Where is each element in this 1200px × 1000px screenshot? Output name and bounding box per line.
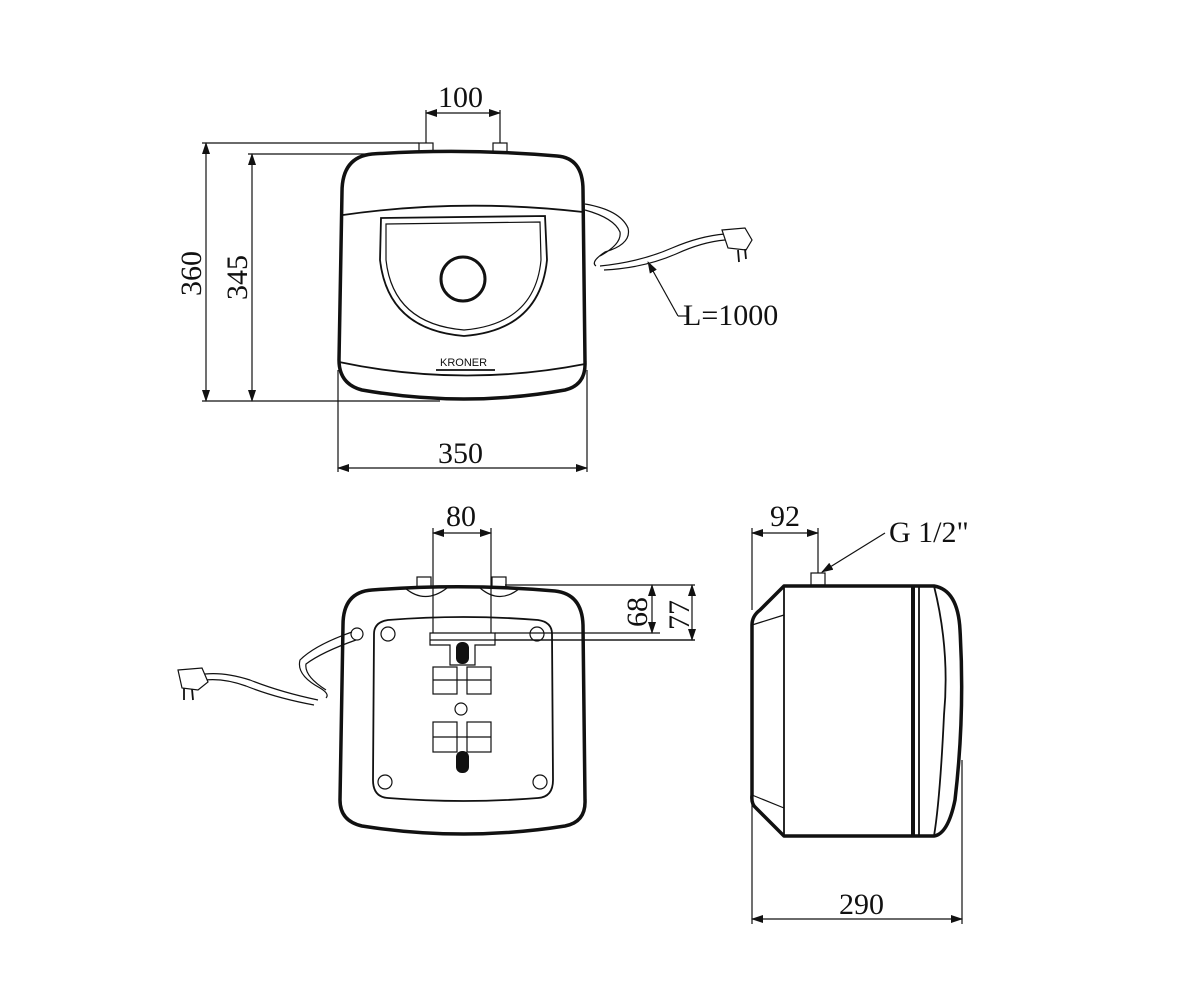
back-pipe-arc-right bbox=[479, 587, 521, 598]
back-power-cable-2 bbox=[204, 673, 319, 706]
front-power-cable-2 bbox=[599, 233, 726, 271]
front-band bbox=[342, 204, 584, 216]
side-bevel-top bbox=[751, 614, 785, 626]
mount-hole-tl bbox=[380, 626, 396, 642]
plug-pin-a bbox=[737, 249, 740, 263]
back-pipe-arc-left bbox=[404, 587, 448, 598]
back-plug-pin-b bbox=[191, 688, 194, 701]
back-view: 80 68 77 bbox=[177, 500, 696, 836]
dim-350-label: 350 bbox=[438, 437, 483, 470]
front-bottom-band bbox=[338, 361, 586, 377]
front-power-cable bbox=[584, 203, 630, 267]
back-cable-hole bbox=[350, 627, 364, 641]
dim-77-label: 77 bbox=[663, 600, 696, 630]
front-panel-inner bbox=[385, 221, 542, 331]
bracket-slot-top bbox=[456, 642, 469, 664]
mount-hole-bl bbox=[377, 774, 393, 790]
bracket-slot-bottom bbox=[456, 751, 469, 773]
plug-pin-b bbox=[744, 248, 747, 260]
back-plug bbox=[177, 667, 209, 691]
side-view: 92 G 1/2" 290 bbox=[750, 500, 969, 924]
dim-80-label: 80 bbox=[446, 500, 476, 533]
thermostat-knob bbox=[439, 255, 487, 303]
front-view: KRONER L=1000 100 360 345 350 bbox=[175, 81, 778, 472]
side-front-cover bbox=[933, 585, 947, 837]
dim-68-label: 68 bbox=[621, 597, 654, 627]
cable-leader bbox=[647, 261, 679, 317]
dim-92-label: 92 bbox=[770, 500, 800, 533]
thread-label: G 1/2" bbox=[889, 516, 969, 549]
side-bevel-bottom bbox=[751, 794, 785, 809]
dim-100-label: 100 bbox=[438, 81, 483, 114]
brand-logo: KRONER bbox=[440, 357, 487, 369]
back-plate bbox=[372, 616, 554, 802]
front-panel bbox=[379, 215, 548, 337]
front-plug bbox=[721, 227, 753, 251]
mount-hole-tr bbox=[529, 626, 545, 642]
side-pipe bbox=[810, 572, 826, 586]
dim-345-label: 345 bbox=[221, 255, 254, 300]
bracket-center-hole bbox=[454, 702, 468, 716]
mount-hole-br bbox=[532, 774, 548, 790]
cable-length-label: L=1000 bbox=[683, 299, 778, 332]
thread-leader bbox=[821, 532, 886, 573]
back-power-cable bbox=[298, 631, 357, 699]
dim-360-label: 360 bbox=[175, 251, 208, 296]
dim-290-label: 290 bbox=[839, 888, 884, 921]
